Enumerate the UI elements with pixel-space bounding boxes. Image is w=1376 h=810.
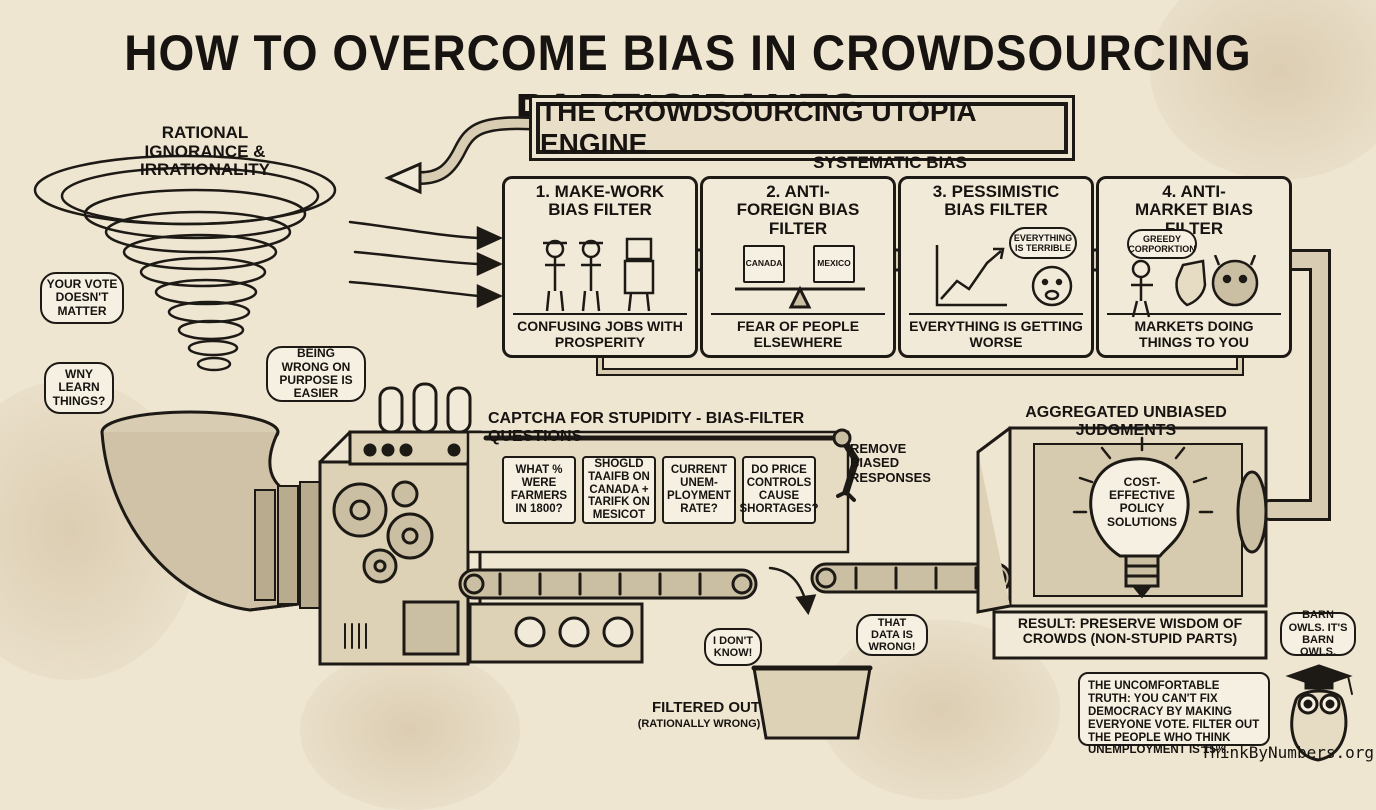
- owl-bubble: BARN OWLS. IT'S BARN OWLS.: [1280, 609, 1356, 658]
- data-wrong-bubble: THAT DATA IS WRONG!: [856, 614, 928, 656]
- remove-biased-label: REMOVE BIASED RESPONSES: [850, 441, 931, 485]
- engine-illustration: [33, 116, 1353, 762]
- filter-heading: 3. PESSIMISTIC BIAS FILTER: [932, 182, 1060, 220]
- workers-robot-icon: [543, 237, 655, 312]
- captcha-machine: [318, 382, 482, 666]
- dont-know-bubble: I DON'T KNOW!: [704, 628, 762, 666]
- question-unemployment: CURRENT UNEM-PLOYMENT RATE?: [662, 456, 736, 524]
- greedy-corporation-bubble: GREEDY CORPORKTION: [1127, 229, 1197, 259]
- watermark: ThinkByNumbers.org: [1200, 743, 1374, 762]
- rising-chart-icon: [935, 245, 1007, 307]
- captcha-label: CAPTCHA FOR STUPIDITY - BIAS-FILTER QUES…: [488, 410, 805, 445]
- filter-heading: 4. ANTI-MARKET BIAS FILTER: [1134, 182, 1254, 238]
- vortex-label: RATIONAL IGNORANCE & IRRATIONALITY: [139, 123, 270, 180]
- being-wrong-bubble: BEING WRONG ON PURPOSE IS EASIER: [266, 346, 366, 402]
- uncomfortable-truth-note: THE UNCOMFORTABLE TRUTH: YOU CAN'T FIX D…: [1078, 672, 1270, 756]
- why-learn-bubble: WNY LEARN THINGS?: [44, 362, 114, 414]
- filter-caption: CONFUSING JOBS WITH PROSPERITY: [513, 313, 687, 350]
- conveyor-belt-1: [458, 568, 758, 600]
- vortex-icon: [33, 154, 337, 372]
- filtered-out-label: FILTERED OUT: [651, 699, 761, 716]
- filter-panel-pessimistic: 3. PESSIMISTIC BIAS FILTER EVERYTHING IS…: [898, 176, 1094, 358]
- systematic-bias-label: SYSTEMATIC BIAS: [813, 153, 967, 172]
- filtered-bin: [752, 666, 872, 740]
- balance-scale-icon: [735, 285, 865, 309]
- filter-caption: FEAR OF PEOPLE ELSEWHERE: [711, 313, 885, 350]
- bulb-text: COST-EFFECTIVE POLICY SOLUTIONS: [1106, 475, 1177, 529]
- your-vote-bubble: YOUR VOTE DOESN'T MATTER: [40, 272, 124, 324]
- filter-caption: MARKETS DOING THINGS TO YOU: [1107, 313, 1281, 350]
- question-tariffs: SHOGLD TAAIFB ON CANADA + TARIFK ON MESI…: [582, 456, 656, 524]
- lightbulb-icon: [1072, 436, 1214, 599]
- engine-title: THE CROWDSOURCING UTOPIA ENGINE: [536, 96, 1068, 159]
- mexico-box: MEXICO: [813, 245, 855, 283]
- feed-arrow-icon: [384, 161, 422, 195]
- filtered-out-sublabel: (RATIONALLY WRONG): [637, 718, 761, 730]
- flow-arrows-icon: [348, 220, 504, 308]
- conveyor-belt-2: [810, 562, 1012, 594]
- result-label: RESULT: PRESERVE WISDOM OF CROWDS (NON-S…: [1017, 615, 1243, 647]
- canada-box: CANADA: [743, 245, 785, 283]
- aggregated-label: AGGREGATED UNBIASED JUDGMENTS: [1025, 404, 1227, 439]
- question-price-controls: DO PRICE CONTROLS CAUSE SHORTAGES?: [740, 456, 819, 524]
- filter-panel-make-work: 1. MAKE-WORK BIAS FILTER CONFUSING JOBS …: [502, 176, 698, 358]
- everything-terrible-bubble: EVERYTHING IS TERRIBLE: [1009, 227, 1077, 259]
- filter-caption: EVERYTHING IS GETTING WORSE: [909, 313, 1083, 350]
- filter-panel-anti-market: 4. ANTI-MARKET BIAS FILTER GREEDY CORPOR…: [1096, 176, 1292, 358]
- monster-shield-icon: [1131, 255, 1259, 318]
- filter-panel-anti-foreign: 2. ANTI-FOREIGN BIAS FILTER CANADA MEXIC…: [700, 176, 896, 358]
- question-farmers: WHAT % WERE FARMERS IN 1800?: [502, 456, 576, 524]
- sad-face-icon: [1031, 265, 1073, 307]
- filter-heading: 2. ANTI-FOREIGN BIAS FILTER: [736, 182, 860, 238]
- owl-icon: [1285, 664, 1353, 762]
- filter-heading: 1. MAKE-WORK BIAS FILTER: [535, 182, 665, 220]
